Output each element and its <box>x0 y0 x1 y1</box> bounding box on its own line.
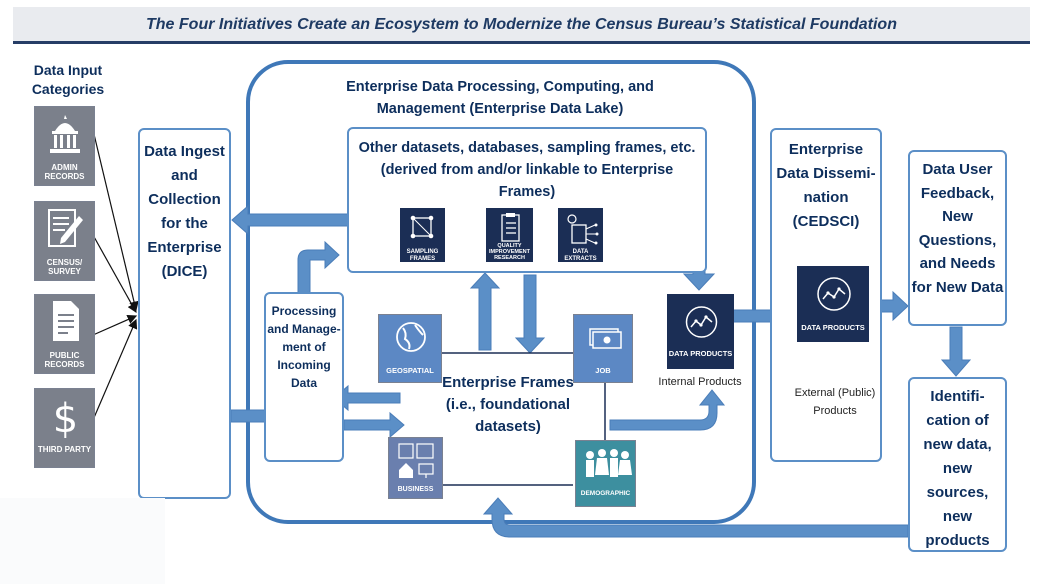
connector-line <box>92 318 138 421</box>
frame-business: BUSINESS <box>388 437 443 499</box>
input-categories-heading: Data Input Categories <box>31 62 105 97</box>
category-label: CENSUS/ SURVEY <box>46 258 83 276</box>
arrow-down <box>514 274 546 354</box>
icon-label: SAMPLING FRAMES <box>406 249 439 262</box>
feedback-label: Data User Feedback, New Questions, and N… <box>911 161 1004 296</box>
category-label: THIRD PARTY <box>37 445 92 454</box>
lake-title: Enterprise Data Processing, Computing, a… <box>346 79 654 117</box>
category-label: PUBLIC RECORDS <box>44 351 85 369</box>
arrow-frames-to-internal <box>609 389 726 431</box>
dice-label: Data Ingest and Collection for the Enter… <box>144 143 225 280</box>
connector-line <box>92 234 137 314</box>
external-data-products-tile: DATA PRODUCTS <box>797 266 869 342</box>
internal-data-products-tile: DATA PRODUCTS <box>667 294 734 369</box>
survey-pencil-icon <box>48 209 83 247</box>
clipboard-icon <box>501 213 520 242</box>
extract-icon <box>567 214 599 245</box>
title-banner: The Four Initiatives Create an Ecosystem… <box>13 7 1030 44</box>
document-icon <box>53 301 79 341</box>
network-icon <box>410 215 434 239</box>
arrow-return-loop <box>482 497 909 538</box>
identification-label: Identifi-cation of new data, new sources… <box>923 388 992 549</box>
frame-label: DEMOGRAPHIC <box>580 490 631 497</box>
frame-job: JOB <box>573 314 633 383</box>
blank-area <box>0 498 165 584</box>
quality-research-tile: QUALITY IMPROVEMENT RESEARCH <box>486 208 533 262</box>
icon-label: DATA EXTRACTS <box>564 249 597 262</box>
arrow-processing-to-business <box>343 411 405 439</box>
internal-products-caption: Internal Products <box>658 376 742 388</box>
data-extracts-tile: DATA EXTRACTS <box>558 208 603 262</box>
dice-box: Data Ingest and Collection for the Enter… <box>138 128 231 499</box>
page-title: The Four Initiatives Create an Ecosystem… <box>146 16 897 33</box>
arrow-up <box>469 272 501 351</box>
business-icon <box>398 443 434 478</box>
dollar-icon: $ <box>53 396 78 441</box>
frame-demographic: DEMOGRAPHIC <box>575 440 636 507</box>
sampling-frames-tile: SAMPLING FRAMES <box>400 208 445 262</box>
chart-circle-icon <box>685 306 718 338</box>
people-icon <box>586 449 632 477</box>
frames-label: Enterprise Frames (i.e., foundational da… <box>442 374 574 435</box>
tile-label: DATA PRODUCTS <box>668 349 733 358</box>
frame-label: BUSINESS <box>397 486 434 493</box>
svg-text:$: $ <box>53 396 78 441</box>
feedback-box: Data User Feedback, New Questions, and N… <box>908 150 1007 326</box>
other-datasets-label: Other datasets, databases, sampling fram… <box>358 140 696 200</box>
icon-label: QUALITY IMPROVEMENT RESEARCH <box>489 243 530 261</box>
external-products-caption: External (Public) Products <box>794 387 876 417</box>
category-admin-records: ADMIN RECORDS <box>34 106 95 186</box>
category-census-survey: CENSUS/ SURVEY <box>34 201 95 281</box>
identification-box: Identifi-cation of new data, new sources… <box>908 377 1007 552</box>
tile-label: DATA PRODUCTS <box>801 323 865 332</box>
connector-line <box>92 129 139 312</box>
frame-geospatial: GEOSPATIAL <box>378 314 442 383</box>
arrow-processing-to-datasets <box>297 240 340 296</box>
chart-circle-icon <box>817 277 851 311</box>
money-icon <box>589 328 622 349</box>
arrow-to-dice <box>231 204 349 236</box>
connector-line <box>92 315 138 336</box>
arrow-feedback-to-identification <box>940 326 972 377</box>
globe-icon <box>396 322 426 352</box>
processing-box: Processing and Manage-ment of Incoming D… <box>264 292 344 462</box>
processing-label: Processing and Manage-ment of Incoming D… <box>267 304 341 390</box>
category-label: ADMIN RECORDS <box>44 163 85 181</box>
category-third-party: $ THIRD PARTY <box>34 388 95 468</box>
category-public-records: PUBLIC RECORDS <box>34 294 95 374</box>
capitol-icon <box>50 115 80 153</box>
frame-label: JOB <box>595 366 611 375</box>
cedsci-label: Enterprise Data Dissemi-nation (CEDSCI) <box>776 141 876 230</box>
frame-label: GEOSPATIAL <box>386 366 434 375</box>
